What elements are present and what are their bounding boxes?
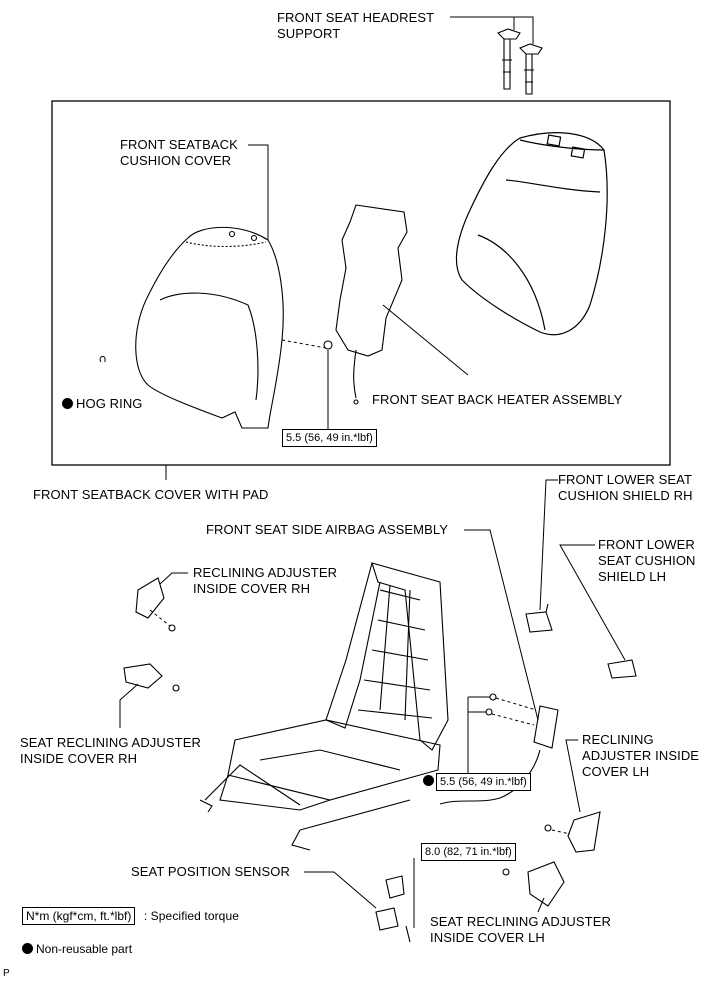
footer-code: P bbox=[3, 968, 10, 979]
leader-seat-recl-lh bbox=[537, 897, 545, 913]
hog-ring-text: HOG RING bbox=[76, 396, 143, 411]
label-lower-shield-rh: FRONT LOWER SEAT CUSHION SHIELD RH bbox=[558, 472, 693, 503]
leader-recl-inside-cover-lh bbox=[565, 739, 581, 813]
lower-shield-lh-part bbox=[607, 659, 637, 679]
label-seatback-cover-with-pad: FRONT SEATBACK COVER WITH PAD bbox=[33, 487, 269, 502]
nonreusable-dot-icon bbox=[22, 943, 33, 954]
leader-recl-inside-cover-rh bbox=[159, 572, 188, 585]
seat-position-sensor-part bbox=[375, 875, 411, 943]
torque-heater: 5.5 (56, 49 in.*lbf) bbox=[282, 429, 377, 447]
legend-nonreusable-text: Non-reusable part bbox=[36, 942, 133, 956]
label-seat-recl-inside-cover-rh: SEAT RECLINING ADJUSTER INSIDE COVER RH bbox=[20, 735, 201, 766]
nonreusable-dot-icon bbox=[62, 398, 73, 409]
leader-side-airbag bbox=[464, 529, 539, 721]
seatback-cushion-cover-part bbox=[135, 226, 284, 429]
legend-unit-box: N*m (kgf*cm, ft.*lbf) bbox=[22, 907, 136, 925]
leader-heater bbox=[382, 304, 469, 376]
leader-lower-shield-rh bbox=[539, 479, 558, 611]
seat-recl-inside-cover-rh-part bbox=[123, 663, 180, 692]
dashed-recl-rh bbox=[149, 609, 171, 627]
legend-nonreusable: Non-reusable part bbox=[22, 942, 132, 956]
dashed-airbag-bolts bbox=[491, 697, 537, 726]
label-seat-recl-inside-cover-lh: SEAT RECLINING ADJUSTER INSIDE COVER LH bbox=[430, 914, 611, 945]
leader-lower-shield-lh bbox=[559, 544, 626, 661]
label-seatback-cushion-cover: FRONT SEATBACK CUSHION COVER bbox=[120, 137, 238, 168]
label-heater-assembly: FRONT SEAT BACK HEATER ASSEMBLY bbox=[372, 392, 623, 407]
seat-recl-inside-cover-lh-part bbox=[502, 861, 565, 907]
dashed-heater-cushion bbox=[281, 339, 327, 349]
leader-airbag-torque bbox=[467, 696, 490, 780]
seatback-cover-with-pad-part bbox=[455, 132, 608, 336]
recl-inside-cover-lh-part bbox=[544, 811, 601, 853]
heater-assembly-part bbox=[323, 204, 408, 405]
seatback-group-frame bbox=[51, 100, 671, 466]
hog-ring-part bbox=[99, 355, 106, 363]
label-hog-ring: HOG RING bbox=[62, 396, 143, 412]
torque-sensor: 8.0 (82, 71 in.*lbf) bbox=[421, 843, 516, 861]
label-lower-shield-lh: FRONT LOWER SEAT CUSHION SHIELD LH bbox=[598, 537, 696, 584]
lower-shield-rh-part bbox=[525, 603, 553, 633]
headrest-support-part bbox=[497, 28, 543, 95]
label-side-airbag: FRONT SEAT SIDE AIRBAG ASSEMBLY bbox=[206, 522, 448, 537]
torque-airbag: 5.5 (56, 49 in.*lbf) bbox=[436, 773, 531, 791]
recl-inside-cover-rh-part bbox=[135, 577, 176, 632]
leader-headrest bbox=[450, 16, 534, 44]
seat-frame-part bbox=[199, 562, 449, 851]
nonreusable-dot-icon bbox=[423, 775, 434, 786]
label-recl-inside-cover-rh: RECLINING ADJUSTER INSIDE COVER RH bbox=[193, 565, 338, 596]
label-headrest-support: FRONT SEAT HEADREST SUPPORT bbox=[277, 10, 435, 41]
leader-seatback-cushion-cover bbox=[248, 144, 269, 240]
dashed-recl-lh bbox=[551, 829, 571, 835]
leader-seat-recl-rh bbox=[119, 683, 139, 728]
legend-unit-text: : Specified torque bbox=[143, 909, 240, 923]
leader-seat-position-sensor bbox=[304, 871, 377, 909]
label-seat-position-sensor: SEAT POSITION SENSOR bbox=[131, 864, 290, 879]
legend-torque: N*m (kgf*cm, ft.*lbf) : Specified torque bbox=[22, 907, 239, 925]
label-recl-inside-cover-lh: RECLINING ADJUSTER INSIDE COVER LH bbox=[582, 732, 700, 779]
